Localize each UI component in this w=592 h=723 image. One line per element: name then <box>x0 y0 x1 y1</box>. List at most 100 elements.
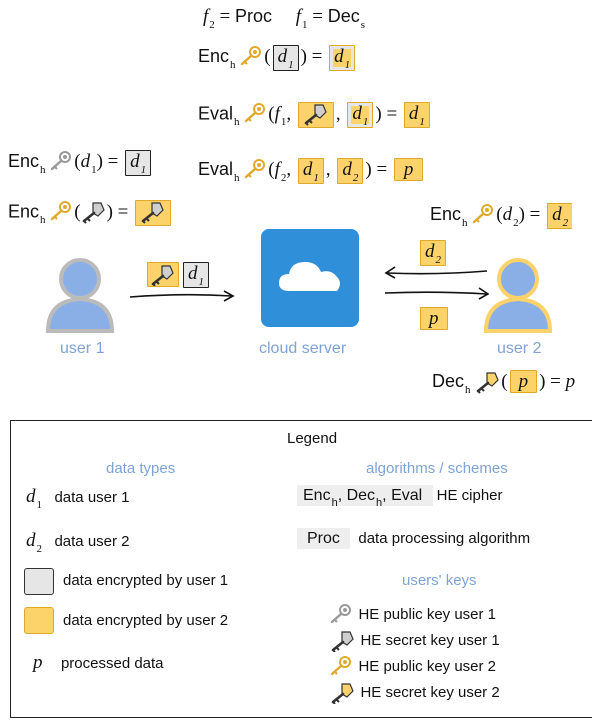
arg-d2: d <box>342 159 352 180</box>
legend-he-row: Ench, Dech, Eval HE cipher <box>297 485 503 509</box>
equation-eval-f2: Evalh (f2, d1, d2) = p <box>198 158 425 184</box>
secret-key-user2-icon <box>331 682 355 704</box>
legend-enc-subscript: h <box>331 497 338 509</box>
fn-f: f <box>274 159 280 180</box>
fn-f-subscript: 1 <box>280 116 287 129</box>
arg-d-subscript: 2 <box>513 217 519 229</box>
legend-p-row: p processed data <box>33 652 164 674</box>
fn-f: f <box>274 103 280 125</box>
legend-key2-text: HE secret key user 1 <box>360 632 500 650</box>
user1-arrow-payload: d1 <box>145 262 211 288</box>
f1-subscript: 1 <box>302 19 308 31</box>
legend-enc-label: Enc <box>303 487 331 504</box>
equation-user1-enc-d1: Ench (d1) = d1 <box>8 150 153 176</box>
user1-avatar-icon <box>45 258 115 333</box>
eval-op-subscript: h <box>234 116 240 129</box>
legend-he-ops: Ench, Dech, Eval <box>297 485 433 509</box>
arg-d: d <box>277 46 288 67</box>
arg-d1-subscript: 1 <box>313 172 319 184</box>
enc-op: Enc <box>8 201 40 222</box>
legend-box <box>10 420 592 718</box>
res-d-subscript: 1 <box>344 59 351 71</box>
arg-d2-subscript: 2 <box>352 172 359 184</box>
res-d-subscript: 1 <box>419 116 425 129</box>
dec-op: Dec <box>432 371 465 391</box>
eval-op: Eval <box>198 103 234 124</box>
res-d-subscript: 2 <box>562 217 569 229</box>
arg-d: d <box>502 204 513 225</box>
payload-d-subscript: 2 <box>435 254 442 266</box>
legend-d1-text: data user 1 <box>54 489 130 506</box>
f2-value: Proc <box>235 6 273 26</box>
arg-d-subscript: 1 <box>362 116 369 129</box>
enc-op-subscript: h <box>462 217 468 229</box>
enc-op: Enc <box>430 204 462 224</box>
arrow-user1-to-server <box>129 290 235 302</box>
secret-key-user2-icon <box>476 371 500 394</box>
res-d-subscript: 1 <box>140 164 147 176</box>
public-key-user1-icon <box>51 150 72 170</box>
arg-d: d <box>352 103 362 125</box>
legend-enc1-text: data encrypted by user 1 <box>63 572 229 589</box>
user2-label: user 2 <box>497 340 542 357</box>
legend-key4-text: HE secret key user 2 <box>360 684 500 702</box>
legend-key3-text: HE public key user 2 <box>358 658 497 676</box>
legend-algos-title: algorithms / schemes <box>366 460 508 477</box>
eval-op-subscript: h <box>234 172 240 184</box>
enc-op-subscript: h <box>230 59 236 71</box>
enc-op-subscript: h <box>40 214 46 227</box>
res-d: d <box>408 103 419 125</box>
public-key-user1-icon <box>330 604 352 624</box>
legend-p-text: processed data <box>60 655 164 672</box>
arg-d-subscript: 1 <box>91 164 97 176</box>
legend-enc2-swatch <box>24 607 54 634</box>
legend-key1-row: HE public key user 1 <box>330 604 496 626</box>
legend-key1-text: HE public key user 1 <box>358 606 497 624</box>
legend-keys-title: users' keys <box>402 572 477 589</box>
arg-d1: d <box>302 159 313 180</box>
arrow-server-to-user2 <box>384 287 490 300</box>
legend-enc2-text: data encrypted by user 2 <box>63 612 229 629</box>
f2-symbol: f <box>203 6 209 27</box>
server-label: cloud server <box>259 340 347 357</box>
fn-f-subscript: 2 <box>280 172 287 184</box>
legend-key3-row: HE public key user 2 <box>330 656 496 678</box>
secret-key-user1-icon <box>82 201 105 225</box>
arg-d-subscript: 1 <box>288 59 294 71</box>
public-key-user2-icon <box>245 103 266 123</box>
cloud-server-box <box>261 229 359 327</box>
equation-user2-enc-d2: Ench (d2) = d2 <box>430 203 574 229</box>
legend-d1-symbol: d <box>26 486 36 507</box>
arg-p: p <box>518 371 529 392</box>
cloud-icon <box>279 262 340 291</box>
public-key-user2-icon <box>473 203 494 223</box>
secret-key-user1-icon <box>151 264 175 286</box>
legend-key4-row: HE secret key user 2 <box>330 682 500 704</box>
arg-d: d <box>80 151 91 172</box>
legend-p-symbol: p <box>33 652 43 673</box>
payload-p: p <box>429 308 439 329</box>
legend-he-cipher-text: HE cipher <box>436 487 503 504</box>
public-key-user2-icon <box>241 45 262 65</box>
f2-subscript: 2 <box>209 19 215 31</box>
user2-avatar-icon <box>483 258 553 333</box>
legend-d2-row: d2 data user 2 <box>26 530 130 555</box>
enc-op: Enc <box>8 151 40 171</box>
f1-value-subscript: s <box>360 19 366 31</box>
res-d: d <box>334 46 344 67</box>
secret-key-user1-icon <box>331 630 355 652</box>
equation-user1-enc-key: Ench () = <box>8 200 173 226</box>
eval-op: Eval <box>198 159 234 179</box>
legend-eval-label: Eval <box>391 487 423 504</box>
legend-d2-text: data user 2 <box>54 533 130 550</box>
legend-dec-subscript: h <box>376 497 383 509</box>
res-d: d <box>552 204 562 225</box>
payload-d-subscript: 1 <box>198 276 205 288</box>
arrow-user2-to-server <box>384 266 488 279</box>
enc-op: Enc <box>198 46 230 66</box>
legend-d2-subscript: 2 <box>36 543 43 555</box>
res-p: p <box>403 159 414 180</box>
enc-op-subscript: h <box>40 164 46 176</box>
dec-op-subscript: h <box>465 384 471 396</box>
legend-key2-row: HE secret key user 1 <box>330 630 500 652</box>
